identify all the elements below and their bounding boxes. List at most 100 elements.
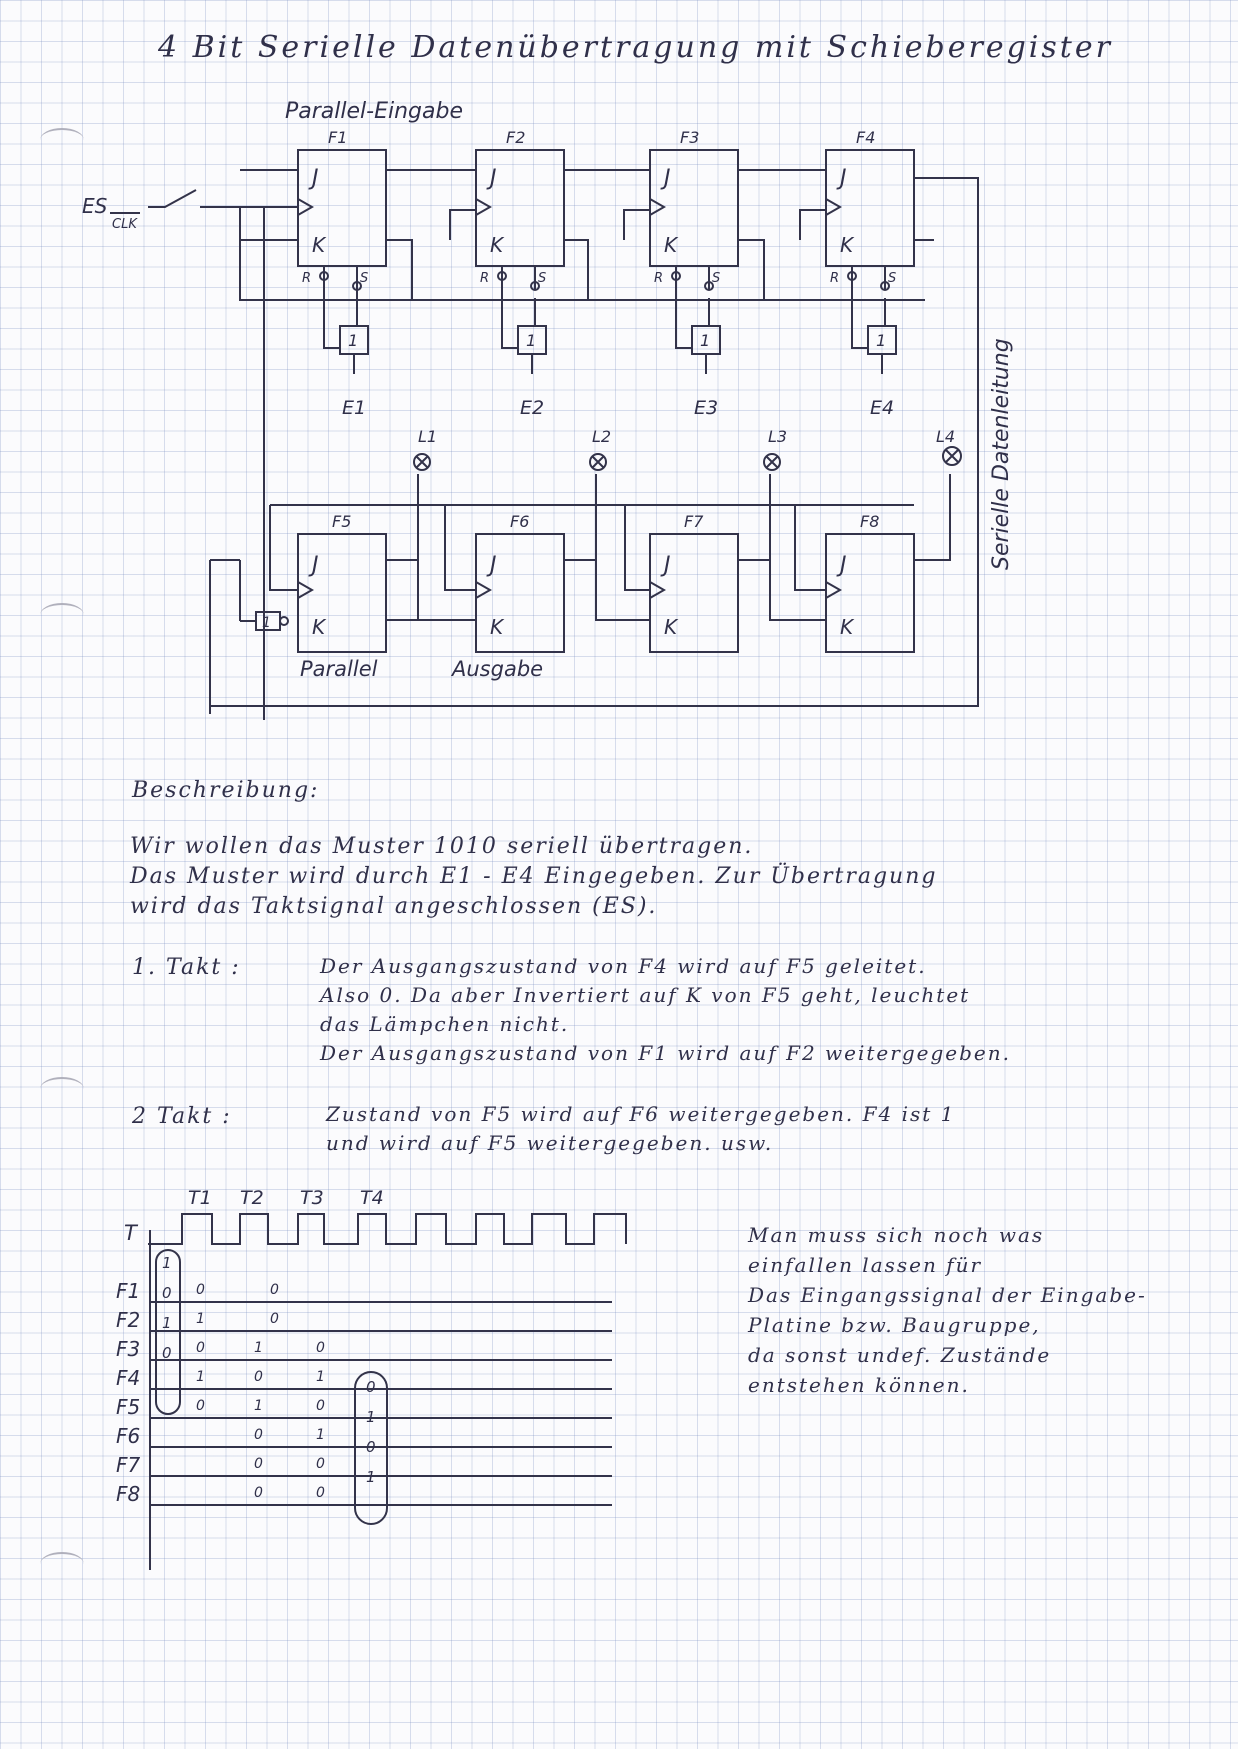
pin-r-label: R [830,271,839,286]
flipflop-label: F8 [860,512,879,531]
pin-k-label: K [312,615,327,639]
shift-register-circuit: Parallel-Eingabe ES CLK [82,99,1014,720]
timing-value: 0 [254,1485,263,1501]
inverter-label: 1 [348,331,358,350]
preset-inverters [319,266,897,374]
clock-waveform [148,1213,627,1245]
timing-row-label: F4 [116,1366,140,1390]
step-1-label: 1. Takt : [132,955,241,980]
side-note: Man muss sich noch was einfallen lassen … [748,1220,1147,1400]
timing-value: 1 [196,1369,205,1385]
lamp-label: L2 [592,427,611,446]
timing-value: 0 [196,1398,205,1414]
pin-j-label: J [660,166,671,191]
intro-line: wird das Taktsignal angeschlossen (ES). [130,894,658,919]
timing-row-label: F2 [116,1308,140,1332]
final-value: 1 [366,1468,376,1486]
pin-s-label: S [888,271,896,286]
pin-j-label: J [836,166,847,191]
flipflop-f2 [475,149,565,267]
step-line: Also 0. Da aber Invertiert auf K von F5 … [320,983,971,1007]
flipflop-f3 [649,149,739,267]
punch-hole [40,603,84,627]
note-line: da sonst undef. Zustände [748,1343,1052,1367]
timing-value: 0 [316,1485,325,1501]
parallel-output-label: Parallel [300,657,378,681]
pin-k-label: K [664,615,679,639]
pin-j-label: J [486,166,497,191]
step-1-text: Der Ausgangszustand von F4 wird auf F5 g… [320,952,1011,1068]
pin-k-label: K [840,615,855,639]
lamp-l3 [763,453,781,471]
step-line: Der Ausgangszustand von F1 wird auf F2 w… [320,1041,1011,1065]
inverter-label: 1 [700,331,710,350]
timing-row-label: F7 [116,1453,141,1477]
initial-value: 1 [162,1254,172,1272]
lamp-l4 [942,446,962,466]
pin-k-label: K [664,233,679,257]
final-value: 0 [366,1378,376,1396]
clock-label-t3: T3 [300,1187,324,1209]
pin-s-label: S [712,271,720,286]
initial-value: 0 [162,1284,172,1302]
lamp-l2 [589,453,607,471]
final-value: 0 [366,1438,376,1456]
pin-r-label: R [654,271,663,286]
pin-j-label: J [308,553,319,578]
timing-value: 0 [196,1282,205,1298]
clock-label-t1: T1 [188,1187,212,1209]
timing-value: 1 [254,1340,263,1356]
lamps [413,446,962,471]
timing-value: 1 [254,1398,263,1414]
punch-hole [40,128,84,152]
flipflop-label: F3 [680,128,699,147]
final-values-oval [354,1371,388,1525]
step-line: das Lämpchen nicht. [320,1012,570,1036]
pin-j-label: J [836,553,847,578]
timing-value: 0 [270,1311,279,1327]
step-line: und wird auf F5 weitergegeben. usw. [326,1131,774,1155]
punch-hole [40,1077,84,1101]
lamp-label: L3 [768,427,787,446]
flipflop-label: F6 [510,512,529,531]
note-line: einfallen lassen für [748,1253,983,1277]
pin-j-label: J [486,553,497,578]
note-line: entstehen können. [748,1373,970,1397]
pin-k-label: K [312,233,327,257]
flipflop-f5 [297,533,387,653]
note-line: Man muss sich noch was [748,1223,1045,1247]
input-label: E1 [342,397,366,419]
timing-value: 0 [254,1369,263,1385]
parallel-input-label: Parallel-Eingabe [285,99,463,124]
timing-value: 0 [316,1340,325,1356]
note-line: Platine bzw. Baugruppe, [748,1313,1041,1337]
flipflop-f6 [475,533,565,653]
clock-label-t4: T4 [360,1187,384,1209]
pin-s-label: S [360,271,368,286]
input-label: E4 [870,397,894,419]
flipflop-label: F4 [856,128,875,147]
punch-hole [40,1552,84,1576]
pin-k-label: K [490,615,505,639]
timing-value: 0 [316,1456,325,1472]
flipflop-f8 [825,533,915,653]
clock-labels: T1 T2 T3 T4 [188,1187,384,1209]
serial-line-label: Serielle Datenleitung [989,338,1014,570]
timing-value: 0 [254,1456,263,1472]
flipflop-f4 [825,149,915,267]
timing-value: 1 [196,1311,205,1327]
pin-j-label: J [308,166,319,191]
step-line: Zustand von F5 wird auf F6 weitergegeben… [326,1102,956,1126]
timing-row-label: F8 [116,1482,140,1506]
inverter-label: 1 [526,331,536,350]
flipflop-label: F7 [684,512,704,531]
pin-s-label: S [538,271,546,286]
timing-row-label: F5 [116,1395,140,1419]
es-label: ES [82,194,108,218]
clock-label-t2: T2 [240,1187,264,1209]
lamp-label: L1 [418,427,437,446]
timing-value: 1 [316,1427,325,1443]
note-line: Das Eingangssignal der Eingabe- [748,1283,1147,1307]
flipflop-label: F1 [328,128,347,147]
initial-value: 1 [162,1314,172,1332]
